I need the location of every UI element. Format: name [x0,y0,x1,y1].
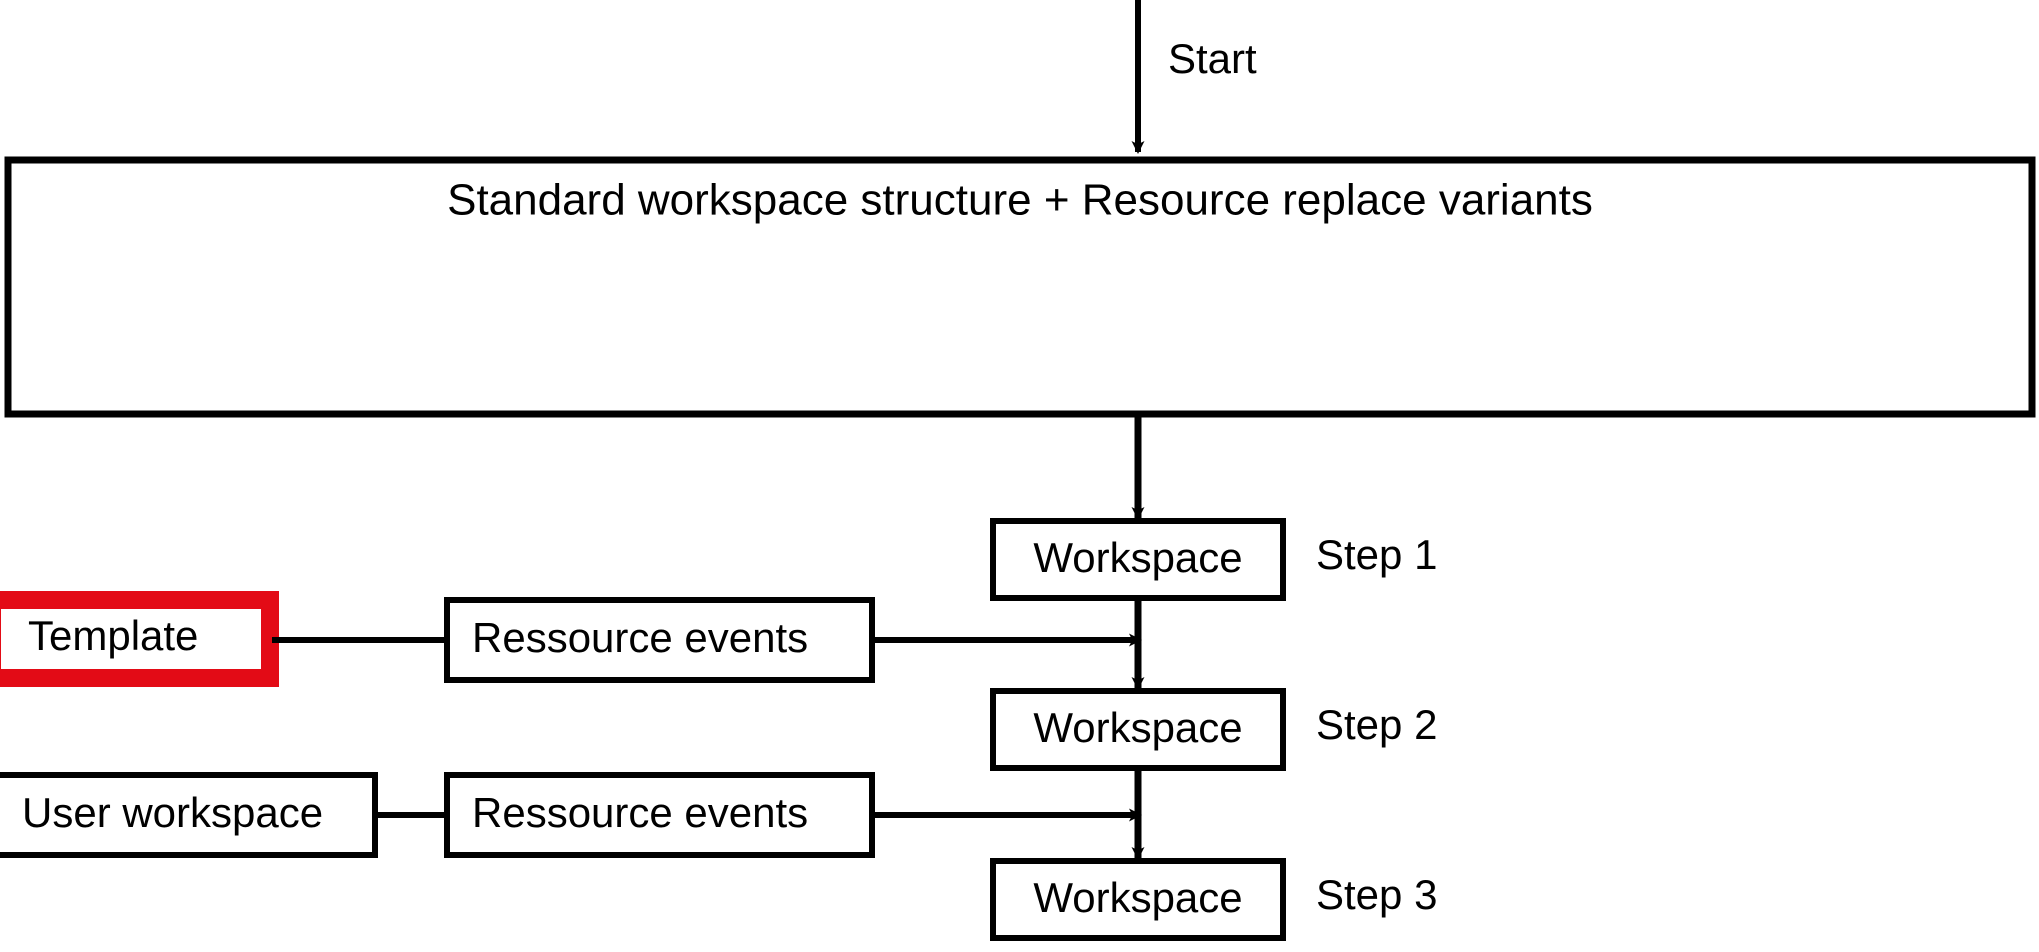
start-arrow-group: Start [1131,0,1257,154]
start-label: Start [1168,35,1257,82]
workspace-box-step3-fill [993,861,1283,938]
template-box-fill [0,598,278,680]
template-box-highlight-outline [0,591,279,687]
workspace-box-step3-label: Workspace [1033,874,1242,921]
step-label-3: Step 3 [1316,871,1437,918]
ressource-events-box-1-fill [447,600,872,680]
user-workspace-box[interactable]: User workspace [0,772,378,858]
workspace-box-step3[interactable]: Workspace [990,858,1286,941]
step-label-2: Step 2 [1316,701,1437,748]
header-box-fill [8,160,2032,414]
header-box-outline [4,156,2036,418]
workspace-box-step2-fill [993,691,1283,768]
template-box[interactable]: Template [0,591,279,687]
ressource-events-box-1[interactable]: Ressource events [444,597,875,683]
workspace-box-step2[interactable]: Workspace [990,688,1286,771]
workspace-box-step1-label: Workspace [1033,534,1242,581]
template-box-label: Template [28,612,198,659]
step-label-1: Step 1 [1316,531,1437,578]
ressource-events-box-2[interactable]: Ressource events [444,772,875,858]
workspace-box-step3-outline [990,858,1286,941]
header-box[interactable]: Standard workspace structure + Resource … [4,156,2036,418]
ressource-events-box-2-fill [447,775,872,855]
workspace-box-step1-fill [993,521,1283,598]
header-box-label: Standard workspace structure + Resource … [447,176,1593,225]
ressource-events-box-1-label: Ressource events [472,614,808,661]
workspace-box-step2-label: Workspace [1033,704,1242,751]
user-workspace-box-fill [0,775,375,855]
user-workspace-box-label: User workspace [22,789,323,836]
workspace-box-step1[interactable]: Workspace [990,518,1286,601]
ressource-events-box-2-label: Ressource events [472,789,808,836]
